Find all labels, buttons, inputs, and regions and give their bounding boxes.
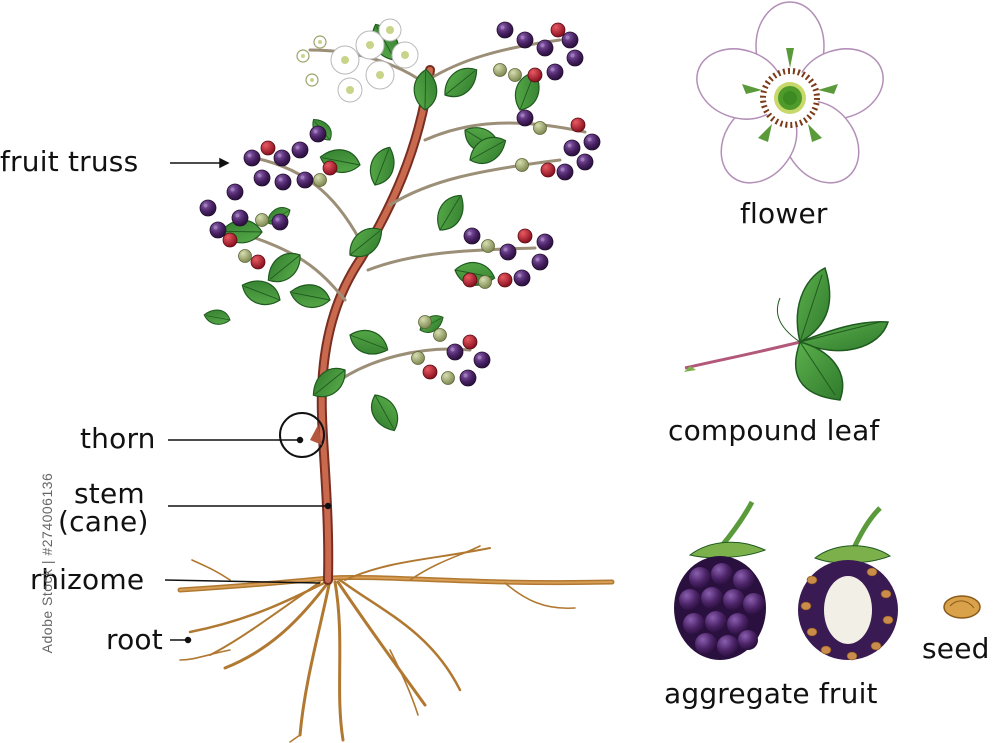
root-system (177, 545, 615, 743)
fruit-truss-arrowhead (219, 157, 230, 169)
label-flower: flower (740, 197, 828, 230)
label-rhizome: rhizome (30, 563, 145, 596)
flower-cluster (296, 18, 419, 103)
flower-illustration (696, 1, 884, 184)
stem-leader-dot (324, 502, 332, 510)
thorn-highlight (279, 412, 325, 458)
root-leader-dot (184, 636, 192, 644)
label-seed: seed (922, 632, 990, 665)
leader-lines (164, 157, 332, 644)
label-cane: (cane) (58, 505, 149, 538)
compound-leaf-illustration (684, 266, 889, 401)
aggregate-fruit-cross-section (798, 506, 898, 661)
label-fruit-truss: fruit truss (0, 145, 139, 178)
berry-clusters (199, 21, 601, 387)
thorn-leader-dot (296, 436, 304, 444)
seed-illustration (943, 595, 981, 619)
watermark-stock-id: Adobe Stock | #274006136 (39, 472, 55, 654)
aggregate-fruit-whole (674, 500, 767, 660)
rhizome-leader (164, 579, 321, 584)
label-stem: stem (74, 477, 145, 510)
main-stem (316, 65, 435, 585)
label-root: root (106, 623, 163, 656)
label-thorn: thorn (80, 422, 156, 455)
label-aggregate-fruit: aggregate fruit (664, 677, 878, 710)
label-compound-leaf: compound leaf (668, 414, 880, 447)
